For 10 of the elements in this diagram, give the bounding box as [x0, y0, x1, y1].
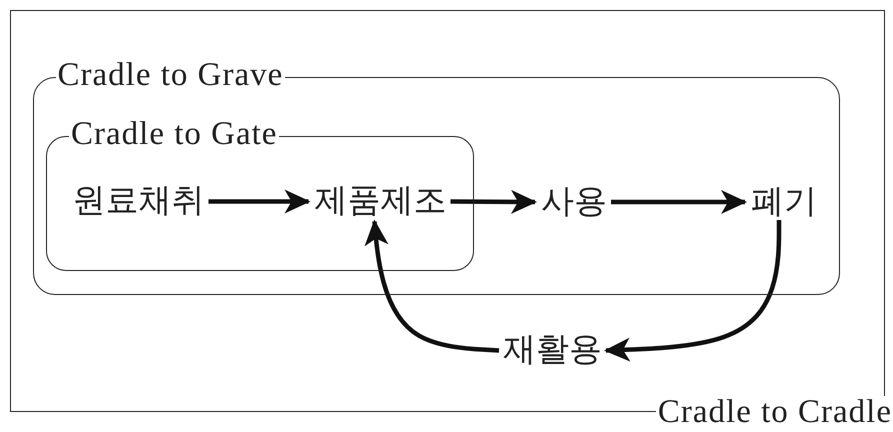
process-label: 제품제조 [290, 182, 470, 222]
process-label: 원료채취 [50, 182, 226, 222]
arrow [604, 220, 782, 362]
process-label: 재활용 [488, 330, 618, 370]
arrow [208, 190, 310, 214]
arrow [611, 190, 747, 214]
arrow [450, 190, 537, 214]
arrow [364, 220, 500, 353]
process-label: 사용 [539, 182, 609, 222]
process-label: 폐기 [739, 182, 829, 222]
